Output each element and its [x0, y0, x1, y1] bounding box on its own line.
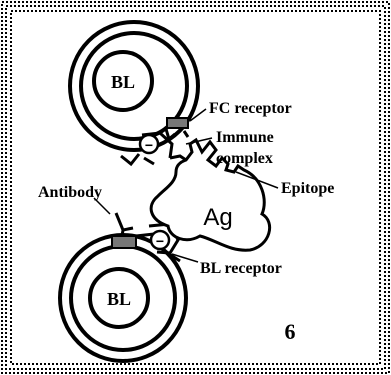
bl-receptor-label: BL receptor	[200, 260, 282, 277]
antigen: Ag	[149, 137, 272, 252]
leader-lines	[93, 108, 279, 263]
top-cell-label: BL	[111, 72, 135, 92]
figure-number: 6	[285, 319, 296, 344]
bottom-cell-label: BL	[107, 289, 131, 309]
immune-complex-label-line1: Immune	[216, 129, 274, 146]
top-receptor-sign: −	[145, 137, 153, 153]
antibody-label: Antibody	[38, 184, 102, 201]
fc-receptor-label: FC receptor	[209, 100, 292, 117]
bottom-receptor-sign: −	[156, 233, 164, 249]
top-bl-cell: BL	[68, 20, 200, 152]
antigen-label: Ag	[203, 204, 232, 231]
epitope-label: Epitope	[281, 180, 334, 197]
fc-receptor-top: −	[120, 117, 190, 167]
immune-complex-label-line2: complex	[216, 150, 273, 167]
